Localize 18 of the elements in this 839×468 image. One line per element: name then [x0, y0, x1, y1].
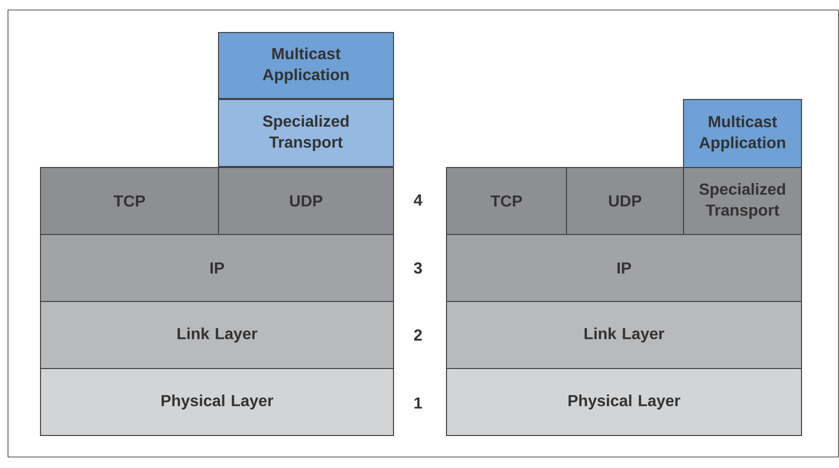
- layer-box: Link Layer: [446, 301, 802, 369]
- layer-number: 1: [414, 397, 422, 408]
- layer-number: 4: [414, 194, 422, 206]
- layer-box: Physical Layer: [40, 368, 394, 436]
- layer-box: TCP: [40, 167, 219, 235]
- layer-box: Physical Layer: [446, 368, 802, 436]
- layer-box: IP: [40, 234, 394, 302]
- layer-number: 3: [414, 262, 422, 274]
- layer-box: TCP: [446, 167, 567, 235]
- layer-box: UDP: [566, 167, 684, 235]
- layer-box: Specialized Transport: [218, 99, 394, 167]
- layer-box: Link Layer: [40, 301, 394, 369]
- layer-number: 2: [414, 329, 422, 341]
- layer-box: UDP: [218, 167, 394, 235]
- layer-box: Multicast Application: [218, 32, 394, 99]
- layer-box: Specialized Transport: [683, 167, 802, 235]
- layer-box: Multicast Application: [683, 99, 802, 168]
- layer-box: IP: [446, 234, 802, 302]
